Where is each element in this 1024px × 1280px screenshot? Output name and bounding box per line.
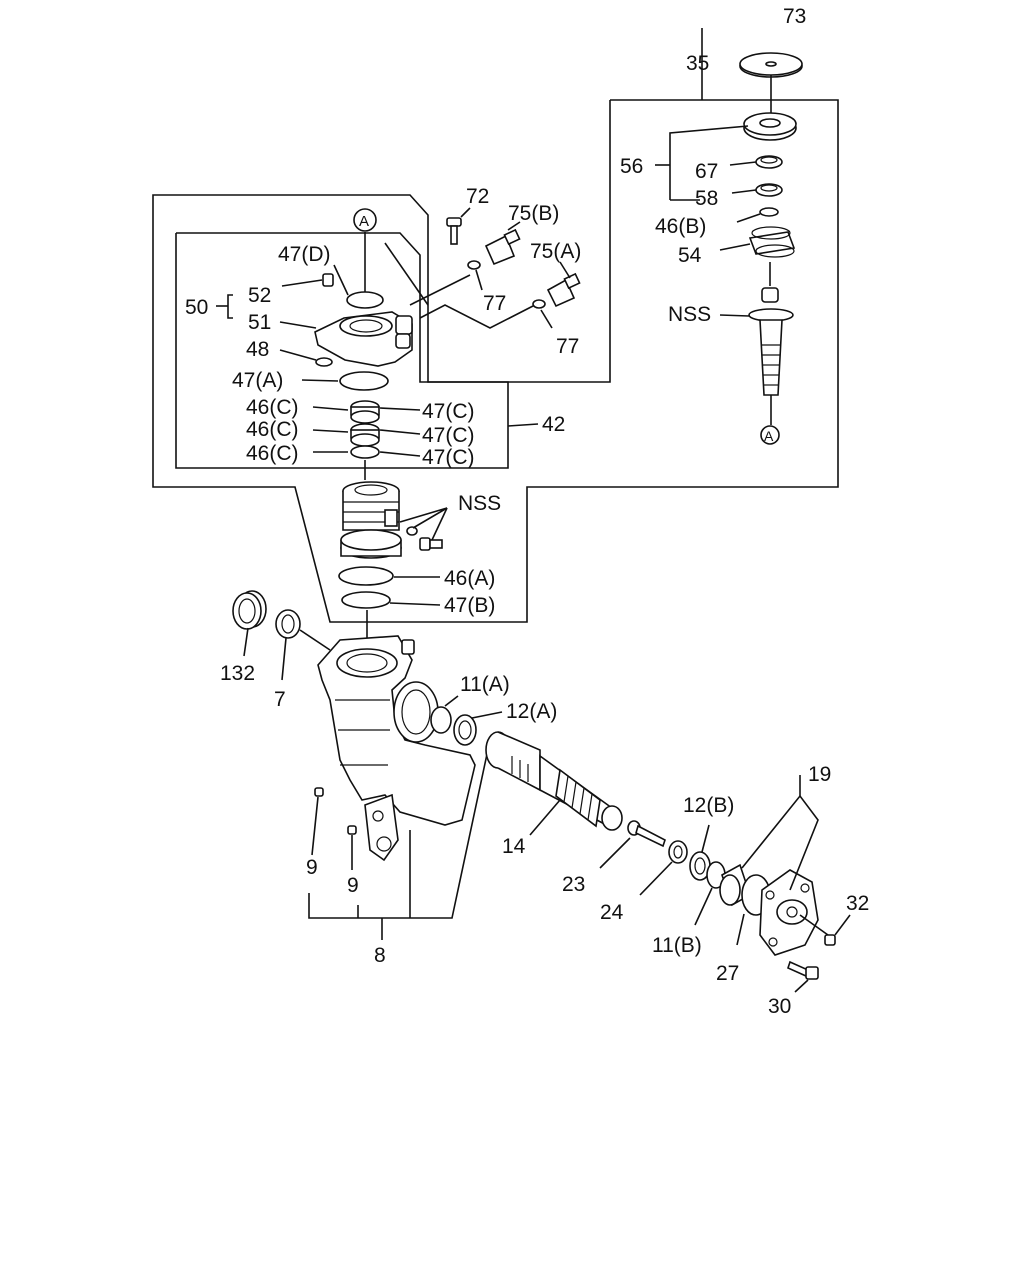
label-77b: 77 [556, 335, 579, 358]
label-8: 8 [374, 944, 386, 967]
label-47b: 47(B) [444, 594, 495, 617]
ring-46a [338, 566, 394, 586]
side-cover [759, 869, 829, 956]
bolt-72 [446, 217, 462, 245]
valve-spool [350, 400, 380, 459]
label-12a: 12(A) [506, 700, 557, 723]
label-46c-2: 46(C) [246, 418, 299, 441]
worm-piston [340, 481, 402, 559]
label-19: 19 [808, 763, 831, 786]
bearing-7 [275, 609, 301, 639]
label-72: 72 [466, 185, 489, 208]
label-52: 52 [248, 284, 271, 307]
label-75b: 75(B) [508, 202, 559, 225]
label-46b: 46(B) [655, 215, 706, 238]
label-46a: 46(A) [444, 567, 495, 590]
label-47c-3: 47(C) [422, 446, 475, 469]
washer-77b [532, 299, 546, 309]
oring-46b [759, 207, 779, 217]
nut-32 [824, 934, 836, 946]
label-23: 23 [562, 873, 585, 896]
frame-42 [175, 232, 509, 469]
screw-nss [419, 537, 443, 551]
label-30: 30 [768, 995, 791, 1018]
label-75a: 75(A) [530, 240, 581, 263]
seal-67 [755, 155, 783, 169]
label-47c-2: 47(C) [422, 424, 475, 447]
label-nss-top: NSS [668, 303, 711, 326]
label-32: 32 [846, 892, 869, 915]
label-46c-1: 46(C) [246, 396, 299, 419]
label-7: 7 [274, 688, 286, 711]
frame-35 [152, 99, 839, 623]
nut-24 [668, 840, 688, 864]
sector-shaft-14 [485, 731, 623, 831]
label-42: 42 [542, 413, 565, 436]
seal-58 [755, 183, 783, 197]
label-11b: 11(B) [652, 934, 702, 957]
ref-circle-a-left [353, 208, 377, 232]
bearing-54 [748, 226, 796, 258]
label-50: 50 [185, 296, 208, 319]
washer-77a [467, 260, 481, 270]
screw-23 [627, 820, 666, 848]
label-9a: 9 [306, 856, 318, 879]
label-132: 132 [220, 662, 255, 685]
label-11a: 11(A) [460, 673, 510, 696]
bearing-cap [743, 112, 797, 141]
oring-48 [315, 357, 333, 367]
label-58: 58 [695, 187, 718, 210]
washer-nss [406, 526, 418, 536]
label-a-right: A [764, 428, 774, 444]
label-47c-1: 47(C) [422, 400, 475, 423]
plug-9a [314, 787, 324, 797]
label-24: 24 [600, 901, 624, 924]
label-56: 56 [620, 155, 643, 178]
label-47d: 47(D) [278, 243, 331, 266]
oring-11a [430, 706, 452, 734]
plug-52 [322, 273, 334, 287]
label-nss-mid: NSS [458, 492, 501, 515]
label-9b: 9 [347, 874, 359, 897]
label-67: 67 [695, 160, 718, 183]
seal-12a [453, 714, 477, 746]
oring-47d [346, 291, 384, 309]
fitting-75b [484, 228, 521, 266]
label-27: 27 [716, 962, 739, 985]
label-a-left: A [359, 213, 369, 230]
seal-132 [232, 590, 267, 630]
oring-47a [339, 371, 389, 391]
valve-housing-51 [314, 311, 413, 367]
plug-9b [347, 825, 357, 835]
label-54: 54 [678, 244, 702, 267]
ring-47b [341, 591, 391, 609]
label-51: 51 [248, 311, 271, 334]
label-46c-3: 46(C) [246, 442, 299, 465]
bolt-30 [787, 960, 819, 980]
label-73: 73 [783, 5, 806, 28]
label-48: 48 [246, 338, 269, 361]
label-12b: 12(B) [683, 794, 734, 817]
label-14: 14 [502, 835, 526, 858]
fitting-75a [546, 272, 581, 308]
gear-housing [317, 635, 476, 862]
spindle-nss [748, 287, 794, 396]
ref-circle-a-right [760, 425, 780, 445]
label-77a: 77 [483, 292, 506, 315]
cap-73 [739, 52, 803, 78]
label-35: 35 [686, 52, 709, 75]
label-47a: 47(A) [232, 369, 283, 392]
